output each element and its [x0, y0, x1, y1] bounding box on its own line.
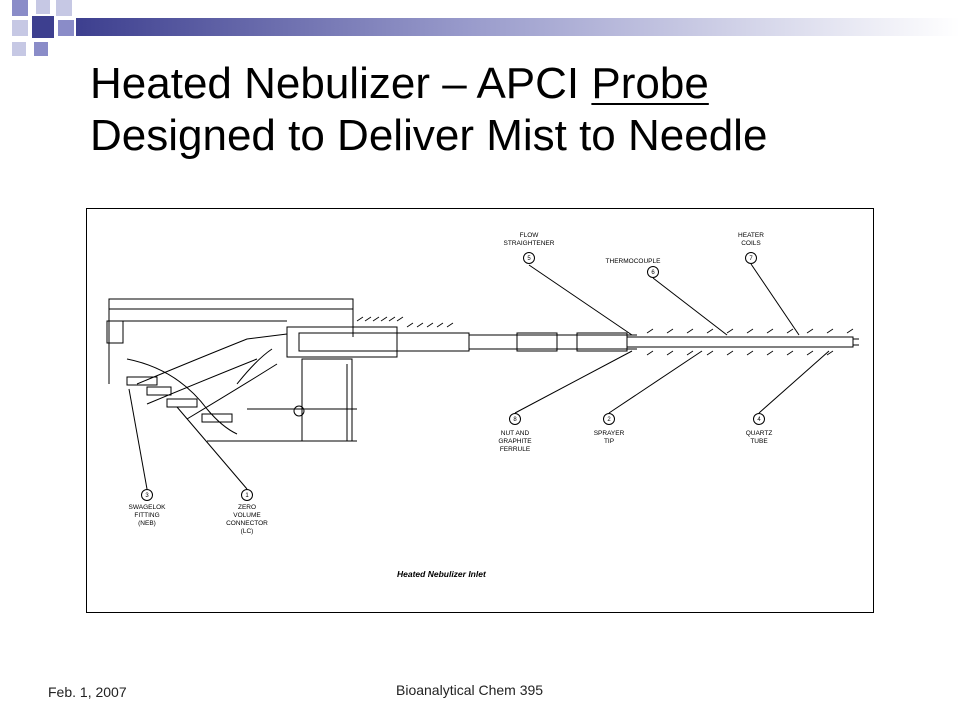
callout-5-number: 5 — [527, 256, 531, 262]
callout-1-line2: VOLUME — [233, 512, 261, 519]
callout-circle — [745, 252, 757, 264]
callout-6-number: 6 — [651, 270, 655, 276]
heated-nebulizer-diagram: FLOW STRAIGHTENER 5 THERMOCOUPLE 6 HEATE… — [106, 232, 859, 579]
footer-date: Feb. 1, 2007 — [48, 684, 127, 700]
deco-square — [12, 20, 28, 36]
fitting — [201, 413, 233, 423]
diagram-figure: FLOW STRAIGHTENER 5 THERMOCOUPLE 6 HEATE… — [86, 208, 874, 613]
gas-line — [186, 363, 278, 420]
callout-3-line1: SWAGELOK — [129, 504, 167, 511]
callout-2-line1: SPRAYER — [594, 430, 625, 437]
leader-line — [758, 350, 830, 414]
callout-5-line2: STRAIGHTENER — [504, 240, 555, 247]
gas-line — [136, 333, 288, 385]
housing-top — [108, 298, 354, 310]
callout-1-line1: ZERO — [238, 504, 256, 511]
title-part1: Heated Nebulizer – APCI — [90, 59, 592, 108]
callout-2-number: 2 — [607, 417, 611, 423]
callout-circle — [293, 405, 305, 417]
callout-7-number: 7 — [749, 256, 753, 262]
deco-square — [36, 0, 50, 14]
callout-3-line3: (NEB) — [138, 520, 156, 527]
callout-8-line1: NUT AND — [501, 430, 530, 437]
callout-8-number: 8 — [513, 417, 517, 423]
callout-3-line2: FITTING — [134, 512, 159, 519]
fitting — [146, 386, 172, 396]
fitting — [126, 376, 158, 386]
lower-housing — [301, 358, 353, 442]
callout-1-line4: (LC) — [241, 528, 254, 535]
deco-square — [58, 20, 74, 36]
inlet-block — [106, 320, 124, 344]
gas-line — [126, 358, 238, 435]
callout-5-line1: FLOW — [520, 232, 540, 239]
callout-6-line1: THERMOCOUPLE — [606, 258, 662, 265]
footer-course: Bioanalytical Chem 395 — [396, 682, 544, 698]
callout-circle — [753, 413, 765, 425]
diagram-caption: Heated Nebulizer Inlet — [397, 569, 487, 579]
leader-line — [514, 350, 633, 414]
gas-line — [146, 358, 258, 405]
deco-square — [32, 16, 54, 38]
quartz-tube — [626, 336, 854, 348]
header-decoration — [12, 0, 960, 56]
leader-line — [652, 277, 728, 336]
callout-4-line2: TUBE — [750, 438, 768, 445]
probe-body — [286, 326, 398, 358]
deco-square — [34, 42, 48, 56]
slide-title: Heated Nebulizer – APCI Probe Designed t… — [90, 58, 910, 162]
callout-8-line2: GRAPHITE — [498, 438, 532, 445]
callout-circle — [603, 413, 615, 425]
leader-line — [528, 264, 633, 336]
callout-3-number: 3 — [145, 493, 149, 499]
callout-7-line1: HEATER — [738, 232, 764, 239]
leader-line — [750, 263, 800, 336]
probe-inner — [298, 332, 470, 352]
callout-circle — [141, 489, 153, 501]
callout-circle — [241, 489, 253, 501]
deco-square — [56, 0, 72, 16]
deco-square — [12, 0, 28, 16]
callout-circle — [523, 252, 535, 264]
fitting — [166, 398, 198, 408]
callout-4-line1: QUARTZ — [746, 430, 773, 437]
title-underlined-word: Probe — [591, 59, 709, 108]
header-gradient-bar — [76, 18, 960, 36]
leader-line — [176, 406, 248, 490]
callout-1-line3: CONNECTOR — [226, 520, 268, 527]
callout-circle — [509, 413, 521, 425]
callout-circle — [647, 266, 659, 278]
callout-2-line2: TIP — [604, 438, 614, 445]
leader-line — [608, 350, 703, 414]
hatching — [356, 316, 454, 328]
leader-line — [128, 388, 148, 490]
callout-7-line2: COILS — [741, 240, 761, 247]
title-line2: Designed to Deliver Mist to Needle — [90, 111, 768, 160]
callout-1-number: 1 — [245, 493, 249, 499]
deco-square — [12, 42, 26, 56]
callout-8-line3: FERRULE — [500, 446, 531, 453]
callout-4-number: 4 — [757, 417, 761, 423]
